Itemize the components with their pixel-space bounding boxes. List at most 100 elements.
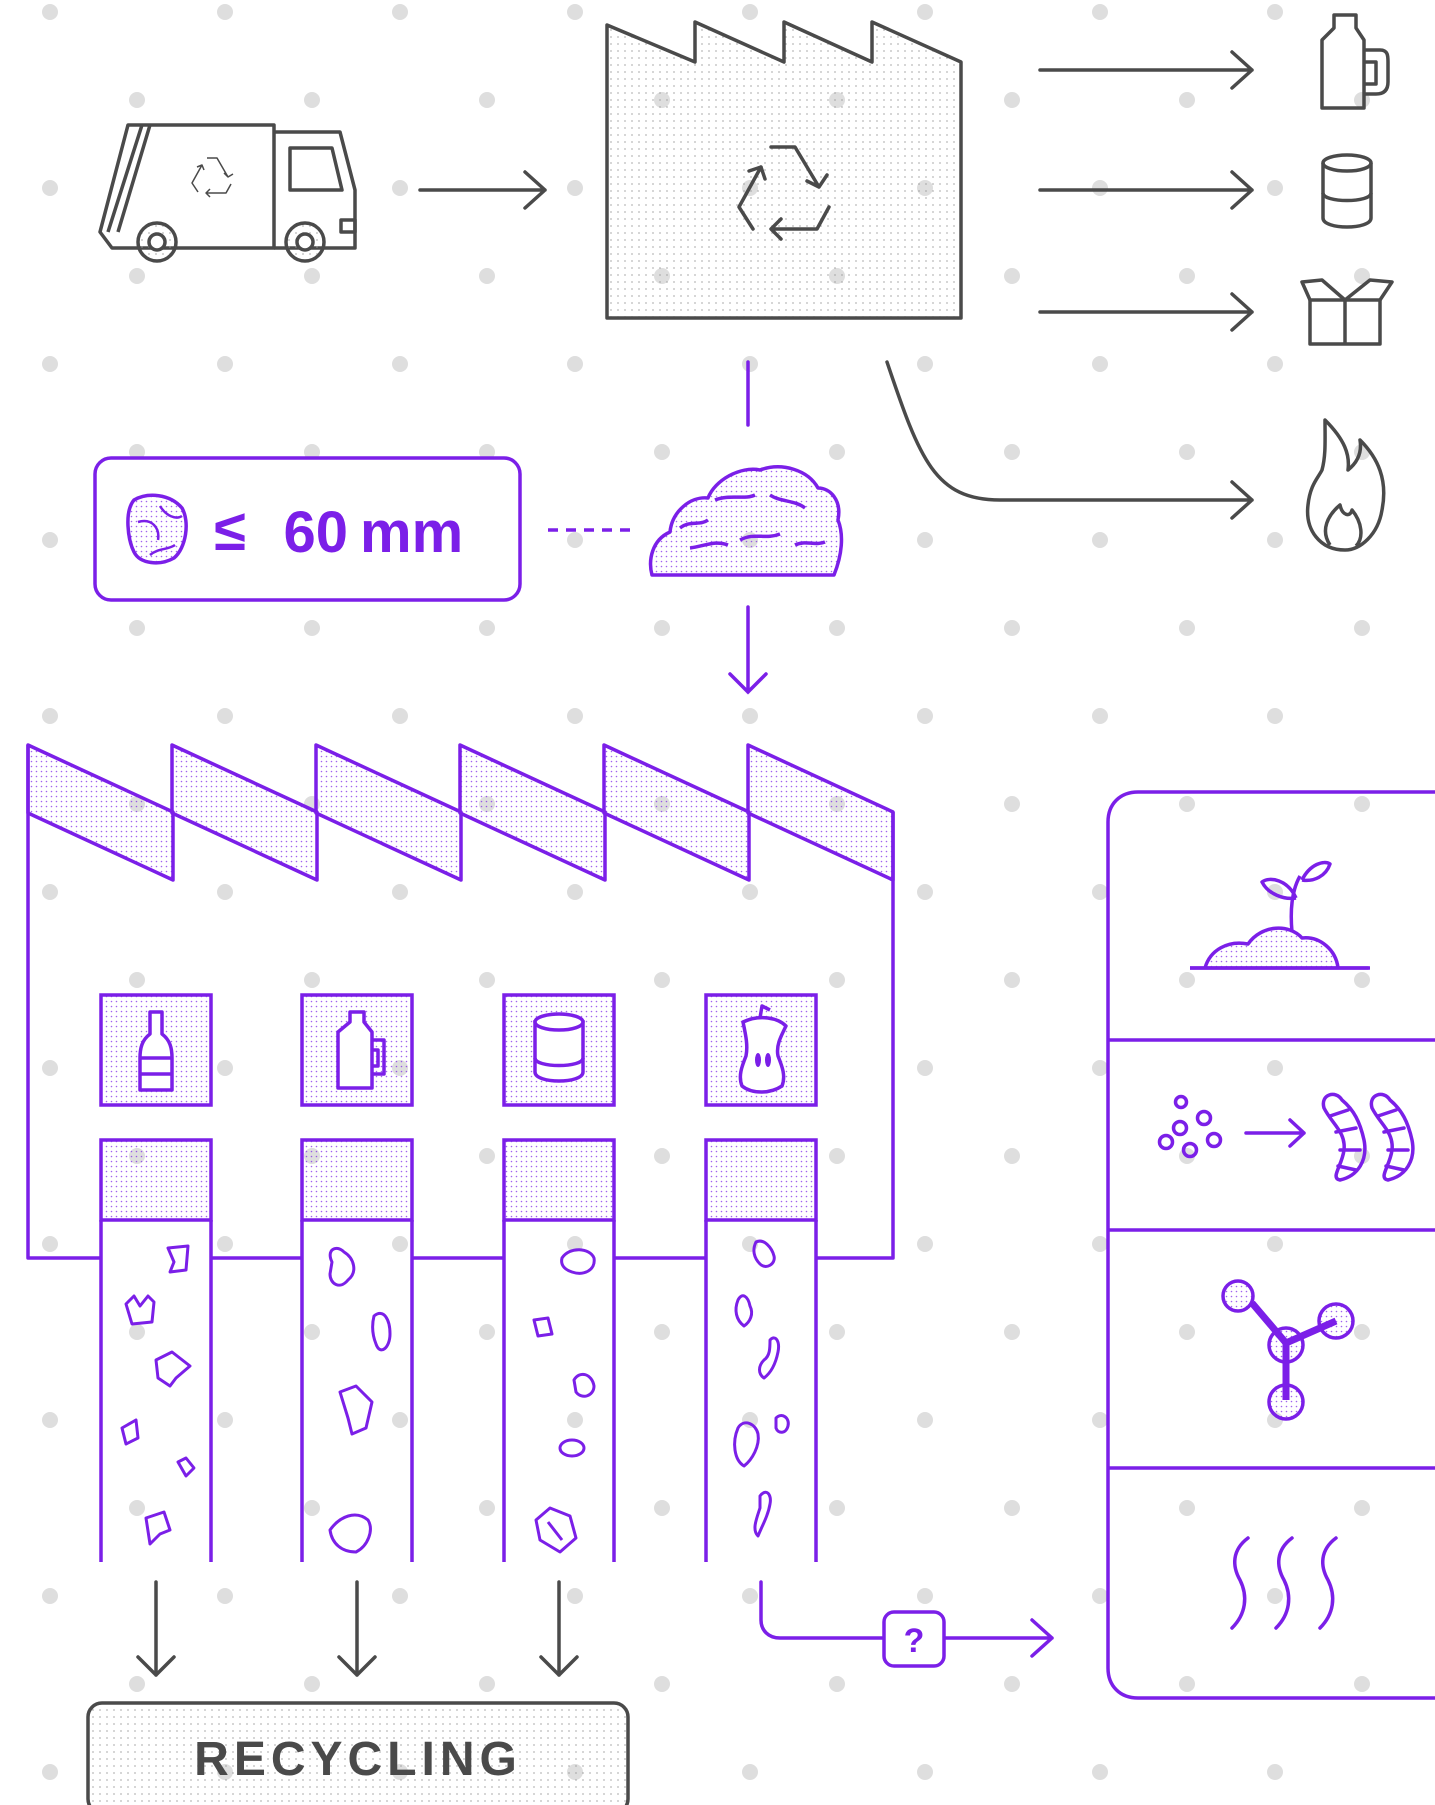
- background-dot: [742, 1412, 758, 1428]
- background-dot: [1004, 1324, 1020, 1340]
- background-dot: [917, 4, 933, 20]
- background-dot: [1267, 708, 1283, 724]
- background-dot: [304, 972, 320, 988]
- background-dot: [217, 4, 233, 20]
- background-dot: [392, 708, 408, 724]
- background-dot: [1092, 532, 1108, 548]
- organic-bin-icon-box: [706, 995, 816, 1105]
- background-dot: [654, 1148, 670, 1164]
- background-dot: [129, 972, 145, 988]
- background-dot: [1267, 1588, 1283, 1604]
- background-dot: [1354, 796, 1370, 812]
- background-dot: [304, 1324, 320, 1340]
- unknown-route-box: ?: [884, 1612, 944, 1666]
- background-dot: [742, 1764, 758, 1780]
- background-dot: [304, 1676, 320, 1692]
- background-dot: [917, 1588, 933, 1604]
- larvae-icon: [1160, 1094, 1413, 1180]
- background-dot: [1267, 1236, 1283, 1252]
- background-dot: [1092, 356, 1108, 372]
- background-dot: [1179, 268, 1195, 284]
- background-dot: [1004, 444, 1020, 460]
- background-dot: [742, 1588, 758, 1604]
- background-dot: [1179, 1500, 1195, 1516]
- background-dot: [479, 268, 495, 284]
- background-dot: [917, 532, 933, 548]
- background-dot: [742, 708, 758, 724]
- particle-icon: [128, 495, 186, 562]
- background-dot: [1354, 1500, 1370, 1516]
- background-dot: [567, 180, 583, 196]
- background-dot: [1092, 1588, 1108, 1604]
- background-dot: [654, 444, 670, 460]
- background-dot: [1092, 708, 1108, 724]
- background-dot: [917, 1236, 933, 1252]
- background-dot: [217, 884, 233, 900]
- background-dot: [479, 972, 495, 988]
- background-dot: [1267, 1764, 1283, 1780]
- background-dot: [42, 884, 58, 900]
- background-dot: [304, 620, 320, 636]
- cardboard-box-icon: [1302, 280, 1392, 344]
- arrow-truck-to-plant: [420, 172, 545, 208]
- background-dot: [392, 1588, 408, 1604]
- background-dot: [1267, 356, 1283, 372]
- glass-bin-icon-box: [101, 995, 211, 1105]
- size-value: 60: [283, 500, 348, 565]
- background-dot: [1092, 180, 1108, 196]
- background-dot: [829, 1324, 845, 1340]
- background-dot: [217, 708, 233, 724]
- background-dot: [1179, 92, 1195, 108]
- background-dot: [567, 884, 583, 900]
- background-dot: [392, 884, 408, 900]
- background-dot: [917, 1060, 933, 1076]
- metal-bin-icon-box: [504, 995, 614, 1105]
- background-dot: [479, 1324, 495, 1340]
- background-dot: [917, 708, 933, 724]
- background-dot: [567, 1588, 583, 1604]
- background-dot: [479, 1500, 495, 1516]
- background-dot: [1179, 620, 1195, 636]
- background-dot: [1092, 1764, 1108, 1780]
- plastic-bin-icon-box: [302, 995, 412, 1105]
- metal-can-icon: [535, 1014, 583, 1081]
- background-dot: [42, 1412, 58, 1428]
- background-dot: [567, 532, 583, 548]
- background-dot: [1267, 180, 1283, 196]
- background-dot: [1092, 1236, 1108, 1252]
- background-dot: [129, 1500, 145, 1516]
- background-dot: [1354, 1676, 1370, 1692]
- background-dot: [567, 356, 583, 372]
- background-dot: [42, 708, 58, 724]
- molecule-icon: [1223, 1281, 1353, 1419]
- flame-icon: [1308, 420, 1384, 550]
- background-dot: [1092, 1060, 1108, 1076]
- background-dot: [392, 4, 408, 20]
- background-dot: [479, 1148, 495, 1164]
- background-dot: [42, 1764, 58, 1780]
- background-dot: [1004, 1500, 1020, 1516]
- background-dot: [217, 1588, 233, 1604]
- background-dot: [1354, 1324, 1370, 1340]
- background-dot: [129, 1324, 145, 1340]
- can-icon: [1323, 155, 1371, 227]
- background-dot: [742, 884, 758, 900]
- garbage-truck-icon: [100, 125, 355, 261]
- background-dot: [567, 1412, 583, 1428]
- background-dot: [829, 1148, 845, 1164]
- background-dot: [917, 1412, 933, 1428]
- background-dot: [479, 620, 495, 636]
- background-dot: [1354, 972, 1370, 988]
- background-dot: [1004, 1676, 1020, 1692]
- background-dot: [829, 1676, 845, 1692]
- background-dot: [654, 972, 670, 988]
- background-dot: [1179, 1676, 1195, 1692]
- background-dot: [129, 92, 145, 108]
- background-dot: [1179, 444, 1195, 460]
- background-dot: [829, 1500, 845, 1516]
- background-dot: [479, 92, 495, 108]
- background-dot: [392, 180, 408, 196]
- background-dot: [742, 356, 758, 372]
- heat-waves-icon: [1232, 1538, 1336, 1628]
